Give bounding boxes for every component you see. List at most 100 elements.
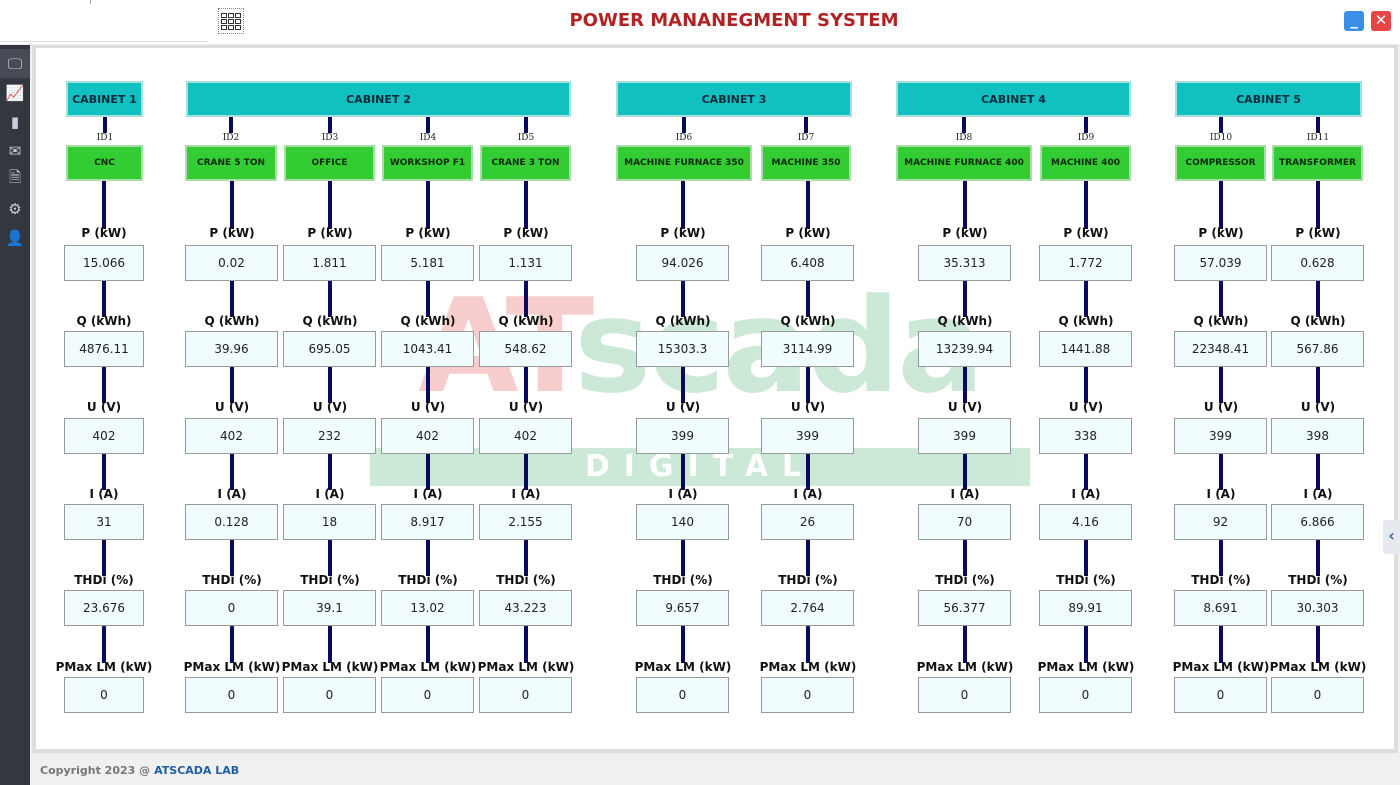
metric-label-q: Q (kWh)	[302, 314, 358, 328]
collapse-panel-button[interactable]: ‹	[1383, 520, 1400, 554]
metric-label-q: Q (kWh)	[937, 314, 993, 328]
metric-label-p: P (kW)	[405, 226, 451, 240]
device-button[interactable]: CNC	[66, 145, 143, 181]
metric-value-pmax: 0	[381, 677, 474, 713]
metric-value-thdi: 9.657	[636, 590, 729, 626]
connector-line	[328, 626, 332, 663]
metric-label-u: U (V)	[410, 400, 446, 414]
monitor-icon[interactable]: 🖵	[0, 49, 30, 78]
cabinet-header[interactable]: CABINET 5	[1175, 81, 1362, 117]
cabinet-header[interactable]: CABINET 4	[896, 81, 1131, 117]
metric-value-pmax: 0	[64, 677, 144, 713]
metric-label-thdi: THDi (%)	[398, 573, 458, 587]
connector-line	[962, 117, 966, 133]
metric-label-p: P (kW)	[942, 226, 988, 240]
metric-label-p: P (kW)	[81, 226, 127, 240]
company-link[interactable]: ATSCADA LAB	[154, 764, 240, 777]
connector-line	[328, 117, 332, 133]
bar-chart-icon[interactable]: ▮	[10, 112, 20, 131]
metric-label-i: I (A)	[1071, 487, 1101, 501]
close-button[interactable]: ✕	[1371, 11, 1391, 31]
metric-label-pmax: PMax LM (kW)	[759, 660, 857, 674]
trend-chart-icon[interactable]: 📈	[5, 83, 25, 102]
alarm-mail-icon[interactable]: ✉	[8, 141, 22, 160]
metric-label-q: Q (kWh)	[780, 314, 836, 328]
metric-value-thdi: 30.303	[1271, 590, 1364, 626]
device-button[interactable]: MACHINE FURNACE 350	[616, 145, 752, 181]
connector-line	[963, 181, 967, 229]
metric-value-thdi: 8.691	[1174, 590, 1267, 626]
metric-value-pmax: 0	[1039, 677, 1132, 713]
connector-line	[426, 454, 430, 490]
connector-line	[102, 281, 106, 317]
connector-line	[806, 454, 810, 490]
device-button[interactable]: COMPRESSOR	[1175, 145, 1266, 181]
metric-value-pmax: 0	[1271, 677, 1364, 713]
connector-line	[806, 281, 810, 317]
connector-line	[963, 281, 967, 317]
metric-value-u: 402	[64, 418, 144, 454]
device-id: ID1	[96, 133, 114, 143]
metric-label-pmax: PMax LM (kW)	[1269, 660, 1367, 674]
minimize-button[interactable]: _	[1344, 11, 1364, 31]
device-id: ID7	[797, 133, 815, 143]
metric-value-thdi: 89.91	[1039, 590, 1132, 626]
connector-line	[1084, 540, 1088, 576]
tab-divider	[90, 0, 91, 4]
metric-value-p: 57.039	[1174, 245, 1267, 281]
device-button[interactable]: MACHINE FURNACE 400	[896, 145, 1032, 181]
device-id: ID5	[517, 133, 535, 143]
metric-label-i: I (A)	[668, 487, 698, 501]
connector-line	[229, 117, 233, 133]
metric-label-thdi: THDi (%)	[202, 573, 262, 587]
metric-value-i: 2.155	[479, 504, 572, 540]
cabinet-header[interactable]: CABINET 2	[186, 81, 571, 117]
device-button[interactable]: WORKSHOP F1	[382, 145, 473, 181]
connector-line	[1084, 117, 1088, 133]
connector-line	[1316, 626, 1320, 663]
report-icon[interactable]: 🗎	[8, 168, 22, 186]
metric-label-i: I (A)	[89, 487, 119, 501]
connector-line	[681, 626, 685, 663]
metric-label-i: I (A)	[950, 487, 980, 501]
metric-label-q: Q (kWh)	[1058, 314, 1114, 328]
connector-line	[1219, 117, 1223, 133]
device-id: ID10	[1209, 133, 1233, 143]
close-icon: ✕	[1374, 11, 1388, 29]
metric-label-p: P (kW)	[503, 226, 549, 240]
connector-line	[681, 281, 685, 317]
metric-value-pmax: 0	[1174, 677, 1267, 713]
connector-line	[1316, 454, 1320, 490]
device-button[interactable]: TRANSFORMER	[1272, 145, 1363, 181]
metric-label-pmax: PMax LM (kW)	[634, 660, 732, 674]
metric-value-pmax: 0	[636, 677, 729, 713]
metric-label-thdi: THDi (%)	[496, 573, 556, 587]
metric-label-pmax: PMax LM (kW)	[379, 660, 477, 674]
device-button[interactable]: CRANE 3 TON	[480, 145, 571, 181]
settings-gear-icon[interactable]: ⚙	[8, 199, 22, 218]
metric-value-p: 35.313	[918, 245, 1011, 281]
metric-value-i: 6.866	[1271, 504, 1364, 540]
cabinet-header[interactable]: CABINET 1	[66, 81, 143, 117]
connector-line	[524, 281, 528, 317]
metric-label-u: U (V)	[508, 400, 544, 414]
metric-label-i: I (A)	[1303, 487, 1333, 501]
metric-label-thdi: THDi (%)	[1288, 573, 1348, 587]
device-button[interactable]: CRANE 5 TON	[185, 145, 277, 181]
connector-line	[681, 181, 685, 229]
device-button[interactable]: OFFICE	[284, 145, 375, 181]
metric-value-thdi: 56.377	[918, 590, 1011, 626]
device-button[interactable]: MACHINE 350	[761, 145, 851, 181]
metric-value-u: 338	[1039, 418, 1132, 454]
cabinet-header[interactable]: CABINET 3	[616, 81, 852, 117]
connector-line	[102, 454, 106, 490]
metric-value-u: 399	[761, 418, 854, 454]
device-button[interactable]: MACHINE 400	[1040, 145, 1131, 181]
device-id: ID9	[1077, 133, 1095, 143]
user-account-icon[interactable]: 👤	[5, 228, 25, 247]
metric-value-q: 567.86	[1271, 331, 1364, 367]
connector-line	[1316, 281, 1320, 317]
connector-line	[230, 281, 234, 317]
apps-grid-icon[interactable]	[218, 8, 244, 34]
connector-line	[963, 626, 967, 663]
